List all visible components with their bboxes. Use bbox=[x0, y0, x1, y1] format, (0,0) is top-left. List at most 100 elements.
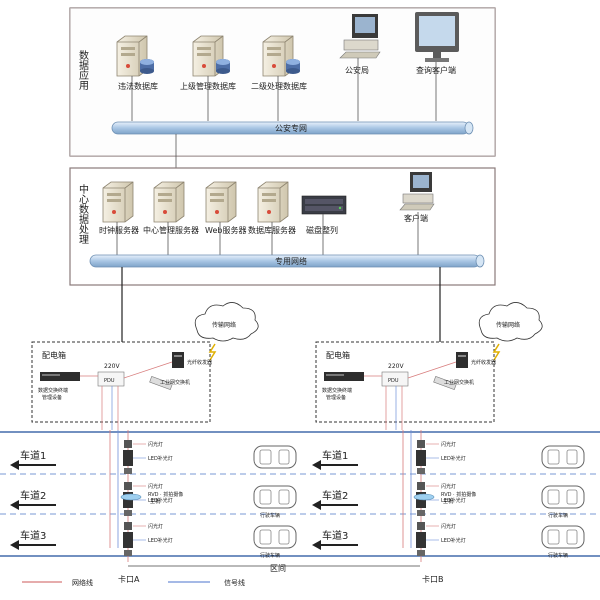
data-app-title: 数据应用 bbox=[77, 49, 89, 91]
lane-1-site-a: 车道1 bbox=[10, 449, 56, 470]
police-workstation-icon bbox=[339, 14, 381, 59]
police-network-bus: 公安专网 bbox=[111, 121, 474, 135]
lane-3-site-a: 车道3 bbox=[10, 529, 56, 550]
direction-arrow-icon bbox=[10, 460, 19, 470]
led-label: LED补光灯 bbox=[441, 455, 466, 462]
lane-label: 车道2 bbox=[20, 489, 46, 502]
camera-pole-icon bbox=[123, 522, 146, 556]
private-network-label: 专用网络 bbox=[275, 256, 307, 266]
camera-pole-icon bbox=[416, 440, 439, 474]
lane-label: 车道2 bbox=[322, 489, 348, 502]
direction-arrow-icon bbox=[312, 500, 321, 510]
power-label: 220V bbox=[104, 363, 120, 370]
industrial-switch-icon bbox=[433, 376, 457, 390]
pdu-icon bbox=[97, 371, 125, 387]
coil2-label: 主机 bbox=[150, 498, 160, 505]
flash-label: 闪光灯 bbox=[441, 441, 456, 448]
camera-pole-icon bbox=[123, 440, 146, 474]
coil2-label: 主机 bbox=[443, 498, 453, 505]
legend-signal-label: 信号线 bbox=[224, 578, 245, 587]
private-network-bus: 专用网络 bbox=[89, 254, 485, 268]
lane-3-site-b: 车道3 bbox=[312, 529, 358, 550]
flash-label: 闪光灯 bbox=[441, 483, 456, 490]
industrial-switch-icon bbox=[149, 376, 173, 390]
lane-label: 车道3 bbox=[322, 529, 348, 542]
transmission-cloud-icon bbox=[478, 302, 543, 342]
loop-coil-icon bbox=[413, 493, 435, 501]
query-client-icon bbox=[415, 12, 459, 62]
vehicle-label: 行驶车辆 bbox=[548, 512, 568, 519]
data-center-title: 中心数据处理 bbox=[77, 183, 89, 244]
mgmt-device-label: 管理设备 bbox=[326, 394, 346, 401]
disk-array-icon bbox=[301, 195, 347, 215]
secondary-db-label: 二级处理数据库 bbox=[251, 81, 307, 91]
lane-2-site-b: 车道2 bbox=[312, 489, 358, 510]
disk-array-label: 磁盘整列 bbox=[306, 225, 338, 235]
center-mgmt-label: 中心管理服务器 bbox=[143, 225, 199, 235]
switch-label: 工业网交换机 bbox=[160, 379, 190, 386]
center-mgmt-server bbox=[153, 181, 185, 223]
web-server bbox=[205, 181, 237, 223]
flash-label: 闪光灯 bbox=[148, 483, 163, 490]
police-label: 公安局 bbox=[345, 65, 369, 75]
legend-network-label: 网络线 bbox=[72, 578, 93, 587]
vehicle-label: 行驶车辆 bbox=[260, 512, 280, 519]
center-client-icon bbox=[399, 172, 435, 211]
direction-arrow-icon bbox=[312, 460, 321, 470]
web-server-label: Web服务器 bbox=[205, 225, 246, 235]
gate-b-label: 卡口B bbox=[422, 574, 444, 584]
direction-arrow-icon bbox=[10, 540, 19, 550]
vehicle-icon bbox=[541, 445, 585, 469]
pdu-label: PDU bbox=[388, 378, 399, 384]
road-area bbox=[0, 431, 600, 557]
fiber-label: 光纤收发器 bbox=[471, 359, 496, 366]
data-terminal-icon bbox=[324, 372, 364, 381]
data-terminal-icon bbox=[40, 372, 80, 381]
loop-coil-icon bbox=[120, 493, 142, 501]
flash-label: 闪光灯 bbox=[148, 441, 163, 448]
db-server bbox=[257, 181, 289, 223]
lane-label: 车道3 bbox=[20, 529, 46, 542]
direction-arrow-icon bbox=[10, 500, 19, 510]
lane-label: 车道1 bbox=[322, 449, 348, 462]
fiber-transceiver-icon bbox=[456, 352, 468, 368]
fiber-transceiver-icon bbox=[172, 352, 184, 368]
vehicle-icon bbox=[541, 525, 585, 549]
lane-2-site-a: 车道2 bbox=[10, 489, 56, 510]
fiber-label: 光纤收发器 bbox=[187, 359, 212, 366]
police-network-label: 公安专网 bbox=[275, 123, 307, 133]
lane-label: 车道1 bbox=[20, 449, 46, 462]
led-label: LED补光灯 bbox=[148, 497, 173, 504]
vehicle-label: 行驶车辆 bbox=[548, 552, 568, 559]
clock-server-label: 时钟服务器 bbox=[99, 225, 139, 235]
vehicle-icon bbox=[541, 485, 585, 509]
illegal-db-label: 违法数据库 bbox=[118, 81, 158, 91]
transmission-cloud-icon bbox=[194, 302, 259, 342]
pdu-label: PDU bbox=[104, 378, 115, 384]
cloud-label: 传输网络 bbox=[212, 321, 236, 329]
vehicle-icon bbox=[253, 485, 297, 509]
gate-a-label: 卡口A bbox=[118, 574, 140, 584]
led-label: LED补光灯 bbox=[441, 537, 466, 544]
vehicle-label: 行驶车辆 bbox=[260, 552, 280, 559]
coil-label: RVD · 抓拍摄像 bbox=[441, 491, 476, 498]
distribution-box-label: 配电箱 bbox=[326, 350, 350, 360]
data-center-zone: 中心数据处理 时钟服务器 中心管理服务器 Web服务器 数据库服务器 磁盘整列 … bbox=[69, 167, 496, 286]
pdu-icon bbox=[381, 371, 409, 387]
camera-pole-icon bbox=[416, 522, 439, 556]
legend: 网络线 信号线 bbox=[22, 578, 245, 587]
lane-1-site-b: 车道1 bbox=[312, 449, 358, 470]
led-label: LED补光灯 bbox=[441, 497, 466, 504]
flash-label: 闪光灯 bbox=[441, 523, 456, 530]
led-label: LED补光灯 bbox=[148, 455, 173, 462]
data-application-zone: 数据应用 违法数据库 上级管理数据库 二级处理数据库 公安局 bbox=[69, 7, 496, 157]
power-label: 220V bbox=[388, 363, 404, 370]
led-label: LED补光灯 bbox=[148, 537, 173, 544]
flash-label: 闪光灯 bbox=[148, 523, 163, 530]
direction-arrow-icon bbox=[312, 540, 321, 550]
